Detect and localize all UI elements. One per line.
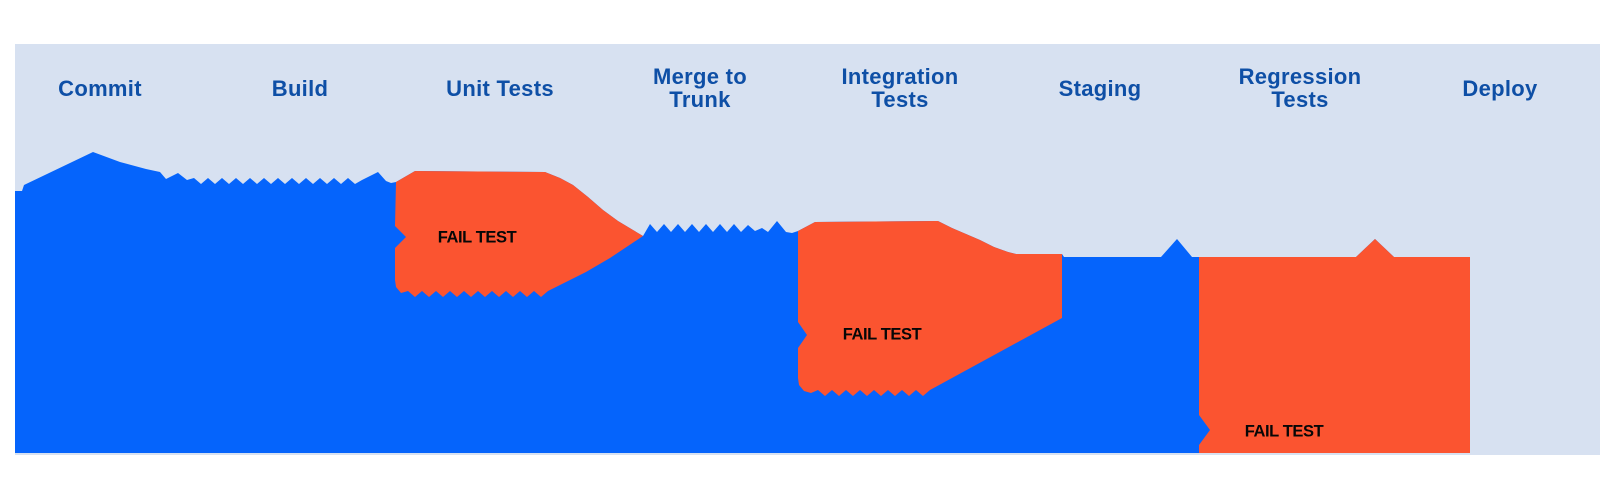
stage-label-integration-tests: Integration Tests bbox=[841, 64, 959, 112]
stage-label-commit: Commit bbox=[58, 75, 142, 101]
fail-region-integration-tests bbox=[798, 221, 1062, 396]
fail-label-integration-tests: FAIL TEST bbox=[842, 325, 922, 344]
stage-label-row: Commit Build Unit Tests Merge to Trunk I… bbox=[0, 63, 1600, 113]
stage-label-merge-to-trunk: Merge to Trunk bbox=[652, 64, 748, 112]
stage-label-staging: Staging bbox=[1058, 75, 1142, 101]
stage-label-regression-tests: Regression Tests bbox=[1238, 64, 1362, 112]
stage-label-build: Build bbox=[271, 75, 329, 101]
fail-label-regression-tests: FAIL TEST bbox=[1244, 422, 1324, 441]
fail-label-unit-tests: FAIL TEST bbox=[437, 228, 517, 247]
fail-region-unit-tests bbox=[395, 171, 643, 297]
fail-region-regression-tests bbox=[1199, 239, 1470, 453]
pipeline-flow-shape bbox=[15, 152, 1470, 453]
stage-label-unit-tests: Unit Tests bbox=[446, 75, 554, 101]
stage-label-deploy: Deploy bbox=[1462, 75, 1538, 101]
